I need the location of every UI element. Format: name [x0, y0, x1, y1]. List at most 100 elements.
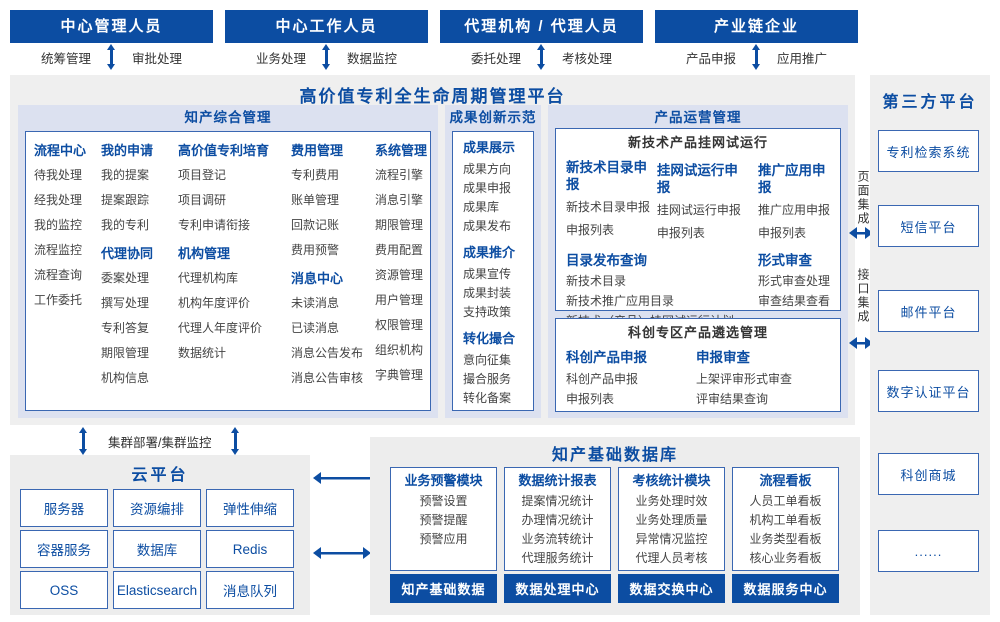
group-items: 委案处理撰写处理专利答复期限管理机构信息: [101, 266, 178, 391]
actor-title: 中心工作人员: [225, 10, 428, 43]
group-items: 形式审查处理审查结果查看: [758, 271, 830, 311]
actor-role-right: 数据监控: [347, 51, 398, 66]
section-title: 产品运营管理: [654, 110, 742, 125]
actor-role-left: 业务处理: [255, 51, 306, 66]
ip-base-database-panel: 知产基础数据库 业务预警模块预警设置预警提醒预警应用数据统计报表提案情况统计办理…: [370, 437, 860, 615]
menu-item: 资源管理: [375, 268, 424, 282]
menu-item: 我的专利: [101, 218, 150, 232]
group-header: 消息中心: [291, 271, 344, 286]
actor-header-row: 中心管理人员统筹管理审批处理中心工作人员业务处理数据监控代理机构 / 代理人员委…: [10, 10, 858, 71]
actor: 中心工作人员业务处理 数据监控: [225, 10, 428, 71]
menu-item: 上架评审形式审查: [696, 372, 793, 386]
db-module-item: 业务处理时效: [635, 494, 708, 508]
actor-role-left: 统筹管理: [40, 51, 91, 66]
menu-group: 高价值专利培育项目登记项目调研专利申请衔接: [178, 138, 291, 238]
group-items: 新技术目录申报申报列表: [566, 196, 657, 242]
group-header: 系统管理: [375, 143, 428, 158]
actor-roles: 统筹管理 审批处理: [10, 43, 213, 71]
menu-item: 新技术目录申报: [566, 200, 651, 214]
menu-item: 评审结果查询: [696, 392, 769, 406]
db-center-box: 数据处理中心: [504, 574, 611, 603]
third-party-box: 数字认证平台: [878, 370, 979, 412]
menu-item: 我的监控: [34, 218, 83, 232]
actor-role-left: 产品申报: [685, 51, 736, 66]
up-down-arrow-icon: [107, 44, 116, 70]
trial-groups-row1: 新技术目录申报新技术目录申报申报列表挂网试运行申报挂网试运行申报申报列表推广应用…: [556, 154, 840, 245]
cloud-service-box: 消息队列: [206, 571, 294, 609]
menu-item: 专利申请衔接: [178, 218, 251, 232]
menu-item: 成果方向: [463, 162, 512, 176]
group-header: 挂网试运行申报: [656, 163, 738, 195]
menu-group: 转化撮合意向征集撮合服务转化备案: [463, 327, 533, 408]
actor-role-left: 委托处理: [470, 51, 521, 66]
actor: 产业链企业产品申报应用推广: [655, 10, 858, 71]
db-center-box: 数据服务中心: [732, 574, 839, 603]
menu-item: 撮合服务: [463, 372, 512, 386]
actor-role-right: 应用推广: [777, 51, 828, 66]
group-header: 转化撮合: [463, 331, 516, 346]
menu-item: 回款记账: [291, 218, 340, 232]
group-header: 成果展示: [463, 140, 516, 155]
menu-item: 经我处理: [34, 193, 83, 207]
third-party-panel: 第三方平台 专利检索系统短信平台邮件平台数字认证平台科创商城......: [870, 75, 990, 615]
section-product-operations: 产品运营管理 新技术产品挂网试运行 新技术目录申报新技术目录申报申报列表挂网试运…: [548, 105, 848, 418]
actor-roles: 业务处理 数据监控: [225, 43, 428, 71]
third-party-box: 短信平台: [878, 205, 979, 247]
menu-item: 申报列表: [566, 392, 615, 406]
menu-item: 消息公告发布: [291, 346, 364, 360]
menu-item: 我的提案: [101, 168, 150, 182]
db-module-item: 人员工单看板: [749, 494, 822, 508]
section-achievement-demo: 成果创新示范 成果展示成果方向成果申报成果库成果发布成果推介成果宣传成果封装支持…: [445, 105, 541, 418]
group-items: 代理机构库机构年度评价代理人年度评价数据统计: [178, 266, 291, 366]
group-header: 目录发布查询: [566, 253, 647, 268]
third-party-box: 科创商城: [878, 453, 979, 495]
selection-box-title: 科创专区产品遴选管理: [627, 325, 768, 340]
left-right-arrow-icon: [313, 547, 371, 559]
group-items: 上架评审形式审查评审结果查询: [696, 369, 830, 409]
third-party-box: 邮件平台: [878, 290, 979, 332]
cluster-label: 集群部署/集群监控: [108, 436, 212, 450]
group-items: 意向征集撮合服务转化备案: [463, 351, 533, 408]
menu-item: 工作委托: [34, 293, 83, 307]
db-module-item: 预警应用: [419, 532, 468, 546]
menu-group: 费用管理专利费用账单管理回款记账费用预警: [291, 138, 375, 263]
menu-item: 消息公告审核: [291, 371, 364, 385]
menu-item: 专利费用: [291, 168, 340, 182]
selection-groups: 科创产品申报科创产品申报申报列表申报审查上架评审形式审查评审结果查询: [556, 344, 840, 409]
menu-group: 推广应用申报推广应用申报申报列表: [758, 159, 830, 245]
group-items: 成果宣传成果封装支持政策: [463, 265, 533, 322]
menu-column: 系统管理流程引擎消息引擎期限管理费用配置资源管理用户管理权限管理组织机构字典管理: [375, 138, 428, 410]
db-module: 流程看板人员工单看板机构工单看板业务类型看板核心业务看板: [732, 467, 839, 571]
group-items: 科创产品申报申报列表: [566, 369, 696, 409]
menu-column: 我的申请我的提案提案跟踪我的专利代理协同委案处理撰写处理专利答复期限管理机构信息: [101, 138, 178, 410]
menu-item: 审查结果查看: [758, 294, 831, 308]
trial-box-title: 新技术产品挂网试运行: [627, 135, 768, 150]
db-module-header: 流程看板: [759, 473, 812, 488]
up-down-arrow-icon: [537, 44, 546, 70]
db-module-item: 异常情况监控: [635, 532, 708, 546]
menu-item: 权限管理: [375, 318, 424, 332]
menu-item: 成果封装: [463, 286, 512, 300]
page-integration-label: 页面集成: [856, 170, 870, 226]
section-title: 成果创新示范: [449, 110, 537, 125]
group-header: 流程中心: [34, 143, 87, 158]
database-modules-row: 业务预警模块预警设置预警提醒预警应用数据统计报表提案情况统计办理情况统计业务流转…: [390, 467, 839, 571]
menu-item: 申报列表: [656, 226, 705, 240]
group-header: 新技术目录申报: [566, 160, 647, 192]
db-center-box: 知产基础数据: [390, 574, 497, 603]
left-right-arrow-icon: [849, 227, 873, 239]
group-items: 流程引擎消息引擎期限管理费用配置资源管理用户管理权限管理组织机构字典管理: [375, 163, 428, 388]
menu-group: 形式审查形式审查处理审查结果查看: [758, 250, 830, 331]
db-module-item: 预警设置: [419, 494, 468, 508]
menu-item: 科创产品申报: [566, 372, 639, 386]
group-items: 未读消息已读消息消息公告发布消息公告审核: [291, 291, 375, 391]
actor-role-right: 审批处理: [132, 51, 183, 66]
menu-group: 科创产品申报科创产品申报申报列表: [566, 346, 696, 409]
db-module-item: 核心业务看板: [749, 551, 822, 565]
menu-item: 申报列表: [566, 223, 615, 237]
ip-management-box: 流程中心待我处理经我处理我的监控流程监控流程查询工作委托我的申请我的提案提案跟踪…: [25, 131, 431, 411]
menu-item: 成果宣传: [463, 267, 512, 281]
db-module: 业务预警模块预警设置预警提醒预警应用: [390, 467, 497, 571]
actor-roles: 委托处理考核处理: [440, 43, 643, 71]
